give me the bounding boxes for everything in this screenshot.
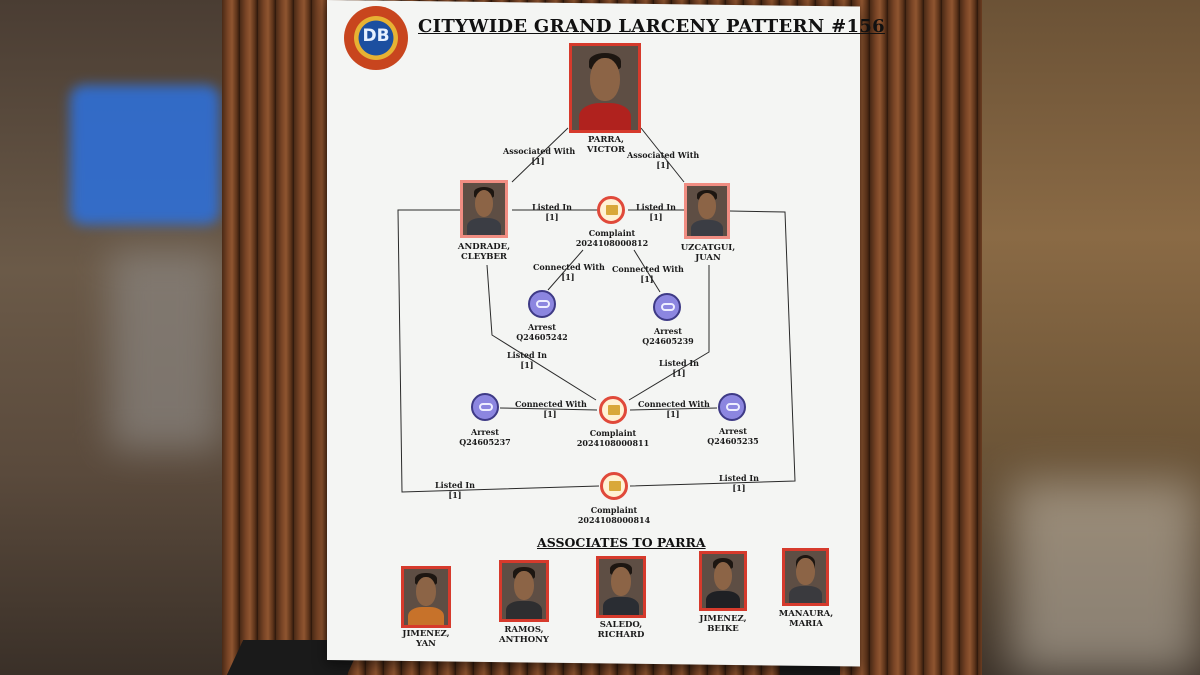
uzcatgui-name: UZCATGUI, JUAN bbox=[680, 243, 736, 263]
arrest-inner-right-label: Arrest Q24605239 bbox=[642, 326, 694, 346]
arrest-inner-left-label: Arrest Q24605242 bbox=[516, 322, 568, 342]
board-title: CITYWIDE GRAND LARCENY PATTERN #156 bbox=[418, 16, 885, 37]
mugshot-associate-2 bbox=[499, 560, 549, 622]
associate-2-name: RAMOS, ANTHONY bbox=[499, 625, 549, 645]
complaint-folder-icon bbox=[600, 472, 628, 500]
arrest-outer-left-label: Arrest Q24605237 bbox=[459, 427, 511, 447]
mugshot-associate-3 bbox=[596, 556, 646, 618]
andrade-name: ANDRADE, CLEYBER bbox=[457, 242, 511, 262]
mugshot-main-suspect bbox=[569, 43, 641, 133]
edge-label-connected-outer-left: Connected With [1] bbox=[515, 399, 587, 419]
complaint-bottom-label: Complaint 2024108000814 bbox=[577, 505, 651, 525]
edge-label-connected-inner-left: Connected With [1] bbox=[533, 262, 605, 282]
associate-1-name: JIMENEZ, YAN bbox=[402, 629, 450, 649]
edge-label-listed-right-top: Listed In [1] bbox=[636, 202, 676, 222]
background-blue-screen bbox=[70, 85, 220, 225]
edge-label-assoc-left: Associated With [1] bbox=[503, 146, 576, 166]
edge-label-listed-right-mid: Listed In [1] bbox=[659, 358, 699, 378]
edge-label-listed-left-top: Listed In [1] bbox=[532, 202, 572, 222]
associate-3-name: SALEDO, RICHARD bbox=[597, 620, 645, 640]
edge-label-connected-inner-right: Connected With [1] bbox=[612, 264, 684, 284]
arrest-outer-right-label: Arrest Q24605235 bbox=[707, 426, 759, 446]
main-suspect-name: PARRA, VICTOR bbox=[586, 135, 626, 155]
associates-heading: ASSOCIATES TO PARRA bbox=[537, 535, 706, 550]
associate-5-name: MANAURA, MARIA bbox=[778, 609, 834, 629]
associate-4-name: JIMENEZ, BEIKE bbox=[699, 614, 747, 634]
background-grey-blur bbox=[110, 250, 220, 450]
handcuffs-icon bbox=[528, 290, 556, 318]
edge-label-assoc-right: Associated With [1] bbox=[627, 150, 700, 170]
mugshot-uzcatgui bbox=[684, 183, 730, 239]
edge-label-listed-right-bottom: Listed In [1] bbox=[719, 473, 759, 493]
seal-text: DB bbox=[362, 26, 390, 46]
complaint-folder-icon bbox=[597, 196, 625, 224]
complaint-folder-icon bbox=[599, 396, 627, 424]
dept-seal-logo: DB bbox=[344, 6, 408, 70]
handcuffs-icon bbox=[653, 293, 681, 321]
edge-label-listed-left-bottom: Listed In [1] bbox=[435, 480, 475, 500]
background-blur-right-light bbox=[1010, 480, 1200, 675]
mugshot-associate-5 bbox=[782, 548, 829, 606]
mugshot-associate-1 bbox=[401, 566, 451, 628]
edge-label-listed-left-mid: Listed In [1] bbox=[507, 350, 547, 370]
complaint-top-label: Complaint 2024108000812 bbox=[575, 228, 649, 248]
mugshot-andrade bbox=[460, 180, 508, 238]
mugshot-associate-4 bbox=[699, 551, 747, 611]
complaint-mid-label: Complaint 2024108000811 bbox=[576, 428, 650, 448]
handcuffs-icon bbox=[471, 393, 499, 421]
edge-label-connected-outer-right: Connected With [1] bbox=[638, 399, 710, 419]
handcuffs-icon bbox=[718, 393, 746, 421]
